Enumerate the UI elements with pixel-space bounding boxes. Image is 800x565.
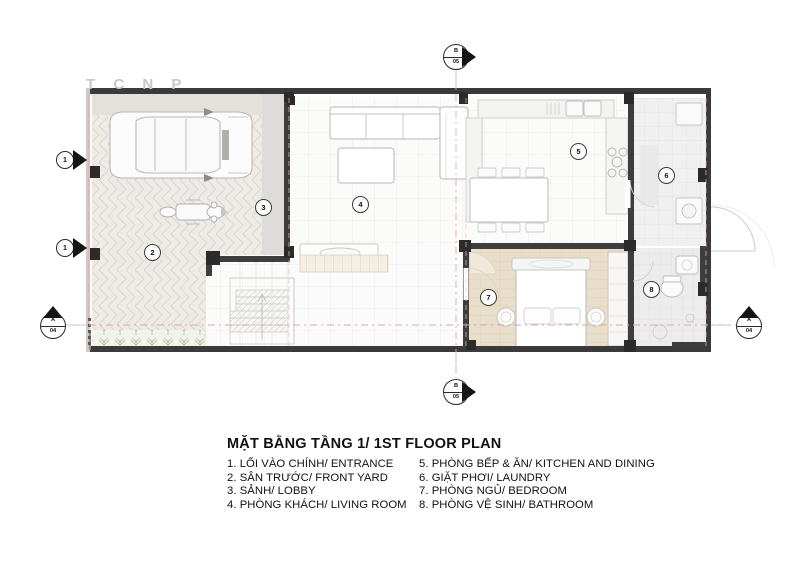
section-sheet-right: 04 <box>745 328 753 334</box>
room-marker-laundry: 6 <box>658 167 675 184</box>
section-divider-right <box>736 325 762 327</box>
plan-title: MẶT BẰNG TẦNG 1/ 1ST FLOOR PLAN <box>227 436 502 452</box>
kitchen-furniture <box>465 99 629 233</box>
entrance-number-lower: 1 <box>56 239 74 257</box>
entrance-marker-upper: 1 <box>56 150 90 170</box>
laundry-fixtures <box>675 102 703 225</box>
room-marker-bedroom: 7 <box>480 289 497 306</box>
section-arrow-top-icon <box>462 47 476 67</box>
room-marker-lobby: 3 <box>255 199 272 216</box>
structural-columns <box>90 92 708 352</box>
section-marker-bottom-b05: B 05 <box>443 379 476 405</box>
section-marker-right-a04: A 04 <box>736 306 762 339</box>
legend-item-8: 8. PHÒNG VỆ SINH/ BATHROOM <box>419 498 594 511</box>
living-room-furniture <box>329 106 469 184</box>
legend-column-right: 5. PHÒNG BẾP & ĂN/ KITCHEN AND DINING 6.… <box>419 458 657 512</box>
section-marker-left-a04: A 04 <box>40 306 66 339</box>
legend-item-6: 6. GIẶT PHƠI/ LAUNDRY <box>419 471 551 484</box>
section-letter-right: A <box>746 317 752 323</box>
room-marker-front-yard: 2 <box>144 244 161 261</box>
section-divider-top <box>443 56 469 58</box>
entrance-marker-lower: 1 <box>56 238 90 258</box>
section-sheet-top: 05 <box>452 59 460 65</box>
room-marker-bathroom: 8 <box>643 281 660 298</box>
legend-item-1: 1. LỐI VÀO CHÍNH/ ENTRANCE <box>227 458 394 470</box>
room-marker-living-room: 4 <box>352 196 369 213</box>
car-symbol <box>109 111 253 179</box>
section-arrow-right-icon <box>739 306 759 318</box>
centerlines <box>55 60 755 378</box>
section-arrow-bottom-icon <box>462 382 476 402</box>
entry-steps <box>299 254 389 273</box>
room-marker-kitchen-dining: 5 <box>570 143 587 160</box>
entrance-arrow-upper-icon <box>73 150 87 170</box>
legend-item-5: 5. PHÒNG BẾP & ĂN/ KITCHEN AND DINING <box>419 458 655 470</box>
legend-block: MẶT BẰNG TẦNG 1/ 1ST FLOOR PLAN 1. LỐI V… <box>227 436 657 512</box>
motorbike-symbol <box>159 199 228 225</box>
section-arrow-left-icon <box>43 306 63 318</box>
entrance-number-upper: 1 <box>56 151 74 169</box>
entrance-arrow-lower-icon <box>73 238 87 258</box>
bathroom-fixtures <box>652 255 699 340</box>
legend-columns: 1. LỐI VÀO CHÍNH/ ENTRANCE 2. SÂN TRƯỚC/… <box>227 458 657 512</box>
bedroom-furniture <box>469 251 629 349</box>
legend-column-left: 1. LỐI VÀO CHÍNH/ ENTRANCE 2. SÂN TRƯỚC/… <box>227 458 419 512</box>
section-divider-left <box>40 325 66 327</box>
section-marker-top-b05: B 05 <box>443 44 476 70</box>
section-sheet-left: 04 <box>49 328 57 334</box>
legend-item-3: 3. SẢNH/ LOBBY <box>227 485 316 498</box>
section-letter-top: B <box>453 48 459 54</box>
walls <box>86 88 711 352</box>
watermark-text: T C N P <box>86 76 189 93</box>
legend-item-4: 4. PHÒNG KHÁCH/ LIVING ROOM <box>227 498 407 511</box>
section-letter-bottom: B <box>453 383 459 389</box>
legend-item-2: 2. SÂN TRƯỚC/ FRONT YARD <box>227 471 388 484</box>
staircase <box>229 255 295 348</box>
section-letter-left: A <box>50 317 56 323</box>
section-sheet-bottom: 05 <box>452 394 460 400</box>
legend-item-7: 7. PHÒNG NGỦ/ BEDROOM <box>419 485 567 498</box>
section-divider-bottom <box>443 391 469 393</box>
